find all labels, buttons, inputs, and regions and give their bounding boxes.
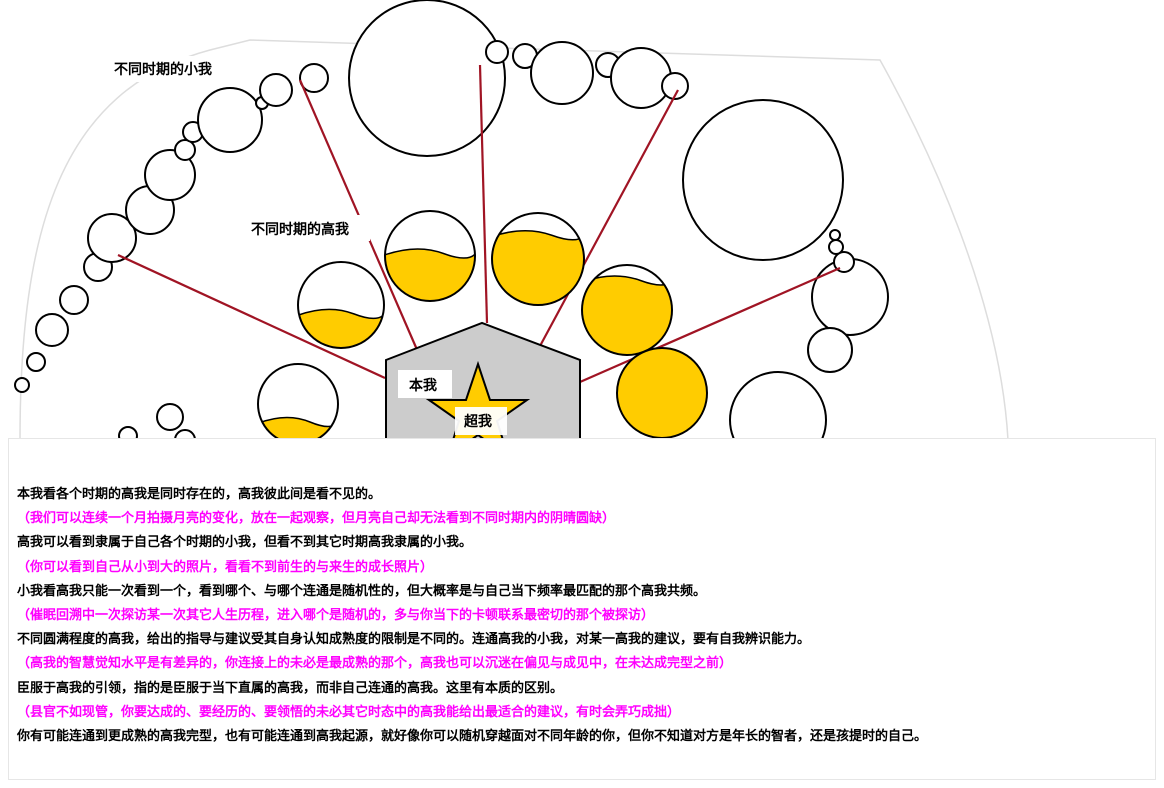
connector-line (478, 64, 489, 324)
higher-self-fill (492, 229, 584, 305)
small-self-label: 不同时期的小我 (114, 61, 212, 78)
higher-self-group (257, 210, 708, 440)
small-self-circle (26, 352, 46, 372)
explanation-note: （催眠回溯中一次探访某一次其它人生历程，进入哪个是随机的，多与你当下的卡顿联系最… (17, 607, 655, 623)
small-self-circle (682, 99, 844, 261)
explanation-line: 臣服于高我的引领，指的是臣服于当下直属的高我，而非自己连通的高我。这里有本质的区… (17, 680, 564, 696)
higher-self-fill (582, 275, 672, 355)
explanation-note: （你可以看到自己从小到大的照片，看看不到前生的与来生的成长照片） (17, 559, 434, 575)
explanation-note: （高我的智慧觉知水平是有差异的，你连接上的未必是最成熟的那个，高我也可以沉迷在偏… (17, 656, 733, 672)
connector-line (117, 254, 386, 379)
higher-self-label: 不同时期的高我 (251, 221, 349, 238)
higher-self-circle (384, 210, 476, 302)
small-self-circle (807, 327, 853, 373)
small-self-circle (14, 377, 30, 393)
small-self-ring (14, 0, 889, 440)
higher-self-fill (298, 308, 384, 348)
small-self-circle (829, 229, 841, 241)
small-self-circle (156, 403, 184, 431)
explanation-line: 本我看各个时期的高我是同时存在的，高我彼此间是看不见的。 (17, 487, 382, 502)
small-self-circle (197, 87, 263, 153)
explanation-line: 不同圆满程度的高我，给出的指导与建议受其自身认知成熟度的限制是不同的。连通高我的… (17, 632, 811, 648)
super-self-label: 超我 (463, 413, 492, 430)
explanation-line: 你有可能连通到更成熟的高我完型，也有可能连通到高我起源，就好像你可以随机穿越面对… (17, 728, 928, 744)
higher-self-circle (491, 212, 585, 306)
small-self-circle (530, 41, 594, 105)
explanation-line: 高我可以看到隶属于自己各个时期的小我，但看不到其它时期高我隶属的小我。 (17, 535, 473, 551)
small-self-circle (144, 149, 196, 201)
small-self-circle (259, 73, 293, 107)
small-self-circle (118, 426, 138, 440)
small-self-circle (833, 251, 855, 273)
explanation-lines: 本我看各个时期的高我是同时存在的，高我彼此间是看不见的。 （我们可以连续一个月拍… (17, 483, 927, 749)
small-self-circle (661, 72, 689, 100)
explanation-line: 小我看高我只能一次看到一个，看到哪个、与哪个连通是随机性的，但大概率是与自己当下… (17, 583, 707, 599)
small-self-circle (485, 40, 509, 64)
true-self-label: 本我 (409, 377, 437, 394)
small-self-circle (610, 47, 672, 109)
dome-outline (19, 39, 1009, 440)
explanation-panel: 本我看各个时期的高我是同时存在的，高我彼此间是看不见的。 （我们可以连续一个月拍… (8, 438, 1156, 780)
small-self-circle (174, 139, 196, 161)
higher-self-circle (581, 264, 673, 356)
explanation-note: （我们可以连续一个月拍摄月亮的变化，放在一起观察，但月亮自己却无法看到不同时期内… (17, 511, 616, 527)
connector-line (579, 266, 841, 384)
explanation-note: （县官不如现管，你要达成的、要经历的、要领悟的未必其它时态中的高我能给出最适合的… (17, 704, 681, 720)
small-self-circle (348, 0, 506, 157)
small-self-circle (828, 239, 844, 255)
higher-self-fill (385, 248, 475, 301)
small-self-circle (87, 213, 137, 263)
self-hierarchy-diagram: 不同时期的小我 不同时期的高我 本我 超我 (14, 0, 1009, 440)
small-self-circle (35, 313, 69, 347)
higher-self-circle (297, 261, 385, 349)
small-self-circle (59, 285, 89, 315)
small-self-circle (729, 371, 827, 440)
connector-line (539, 89, 679, 347)
higher-self-circle (257, 363, 339, 440)
small-self-circle (174, 429, 196, 440)
higher-self-circle (616, 347, 708, 439)
small-self-circle (299, 63, 329, 93)
